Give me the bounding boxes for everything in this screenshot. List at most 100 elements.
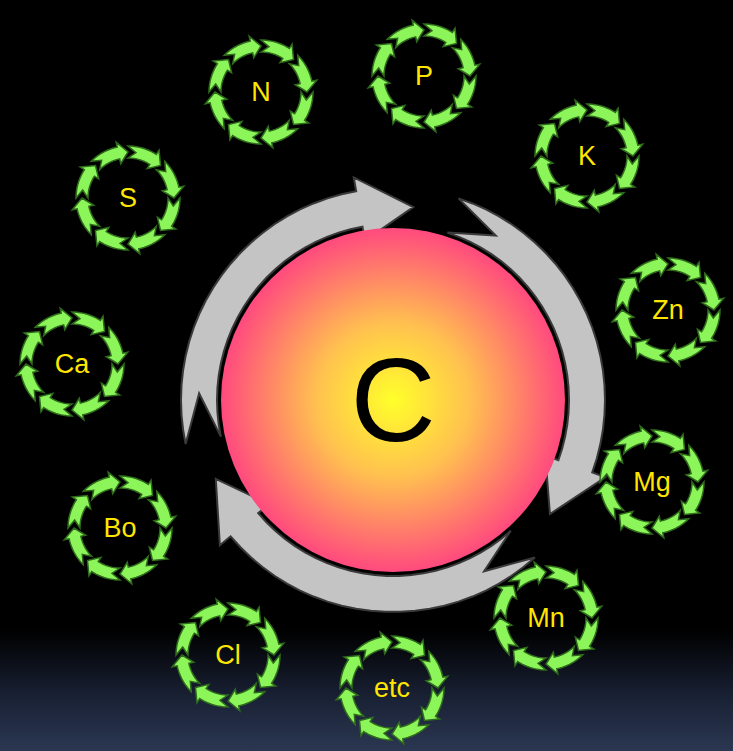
ring-arrow: [513, 647, 546, 670]
ring-arrow: [421, 688, 444, 721]
nutrient-cycle: Ca: [14, 306, 130, 422]
ring-arrow: [452, 39, 479, 76]
ring-arrow: [290, 92, 313, 125]
ring-arrow: [697, 310, 720, 343]
nutrient-cycle: S: [70, 140, 186, 256]
ring-arrow: [340, 655, 363, 688]
ring-arrow: [128, 226, 165, 253]
nutrient-label: Cl: [215, 642, 241, 669]
ring-arrow: [615, 119, 642, 156]
nutrient-cycle: etc: [334, 630, 450, 746]
ring-arrow: [612, 310, 639, 347]
ring-arrow: [424, 104, 461, 131]
carbon-core: C: [210, 217, 576, 583]
ring-arrow: [587, 104, 620, 127]
ring-arrow: [157, 198, 180, 231]
nutrient-label: P: [415, 63, 433, 90]
ring-arrow: [631, 254, 668, 281]
ring-arrow: [615, 426, 652, 453]
ring-arrow: [509, 562, 546, 589]
ring-arrow: [35, 308, 72, 335]
ring-arrow: [72, 312, 105, 335]
nutrient-cycle: Mn: [488, 560, 604, 676]
ring-arrow: [156, 161, 183, 198]
ring-arrow: [424, 24, 457, 47]
nutrient-label: Mg: [633, 469, 671, 496]
ring-arrow: [574, 581, 601, 618]
ring-arrow: [391, 105, 424, 128]
ring-arrow: [550, 100, 587, 127]
ring-arrow: [289, 55, 316, 92]
ring-arrow: [261, 120, 298, 147]
ring-arrow: [531, 156, 558, 193]
ring-arrow: [101, 364, 124, 397]
ring-arrow: [100, 327, 127, 364]
nutrient-label: K: [578, 143, 596, 170]
ring-arrow: [76, 165, 99, 198]
ring-arrow: [616, 277, 639, 310]
nutrient-cycle: Mg: [594, 424, 710, 540]
ring-arrow: [668, 258, 701, 281]
ring-arrow: [87, 557, 120, 580]
ring-arrow: [91, 142, 128, 169]
ring-arrow: [554, 185, 587, 208]
ring-arrow: [64, 528, 91, 565]
ring-arrow: [228, 603, 261, 626]
ring-arrow: [228, 683, 265, 710]
ring-arrow: [600, 449, 623, 482]
ring-arrow: [535, 123, 558, 156]
ring-arrow: [546, 566, 579, 589]
ring-arrow: [172, 655, 199, 692]
ring-arrow: [261, 40, 294, 63]
nutrient-label: etc: [374, 675, 410, 702]
ring-arrow: [16, 364, 43, 401]
ring-arrow: [195, 684, 228, 707]
ring-arrow: [420, 651, 447, 688]
element-symbol: C: [350, 341, 435, 459]
ring-arrow: [224, 36, 261, 63]
ring-arrow: [120, 556, 157, 583]
ring-arrow: [392, 716, 429, 743]
ring-arrow: [652, 430, 685, 453]
ring-arrow: [619, 511, 652, 534]
ring-arrow: [39, 393, 72, 416]
ring-arrow: [148, 491, 175, 528]
nutrient-label: Zn: [652, 297, 684, 324]
nutrient-cycle: Zn: [610, 252, 726, 368]
ring-arrow: [257, 655, 280, 688]
nutrient-label: S: [119, 185, 137, 212]
ring-arrow: [128, 146, 161, 169]
ring-arrow: [355, 632, 392, 659]
ring-arrow: [72, 198, 99, 235]
nutrient-cycle: Bo: [62, 470, 178, 586]
ring-arrow: [359, 717, 392, 740]
ring-arrow: [228, 121, 261, 144]
ring-arrow: [387, 20, 424, 47]
core-disc: [221, 228, 565, 572]
ring-arrow: [635, 339, 668, 362]
nutrient-label: N: [251, 79, 271, 106]
nutrient-cycle: N: [203, 34, 319, 150]
ring-arrow: [616, 156, 639, 189]
ring-arrow: [392, 636, 425, 659]
ring-arrow: [596, 482, 623, 519]
ring-arrow: [68, 495, 91, 528]
nutrient-cycle: P: [366, 18, 482, 134]
ring-arrow: [368, 76, 395, 113]
ring-arrow: [575, 618, 598, 651]
ring-arrow: [668, 338, 705, 365]
ring-arrow: [490, 618, 517, 655]
ring-arrow: [72, 392, 109, 419]
ring-arrow: [680, 445, 707, 482]
ring-arrow: [256, 618, 283, 655]
nutrient-cycle: Cl: [170, 597, 286, 713]
ring-arrow: [336, 688, 363, 725]
ring-arrow: [83, 472, 120, 499]
ring-arrow: [453, 76, 476, 109]
ring-arrow: [209, 59, 232, 92]
nutrient-label: Mn: [527, 605, 565, 632]
ring-arrow: [120, 476, 153, 499]
ring-arrow: [696, 273, 723, 310]
ring-arrow: [205, 92, 232, 129]
ring-arrow: [20, 331, 43, 364]
